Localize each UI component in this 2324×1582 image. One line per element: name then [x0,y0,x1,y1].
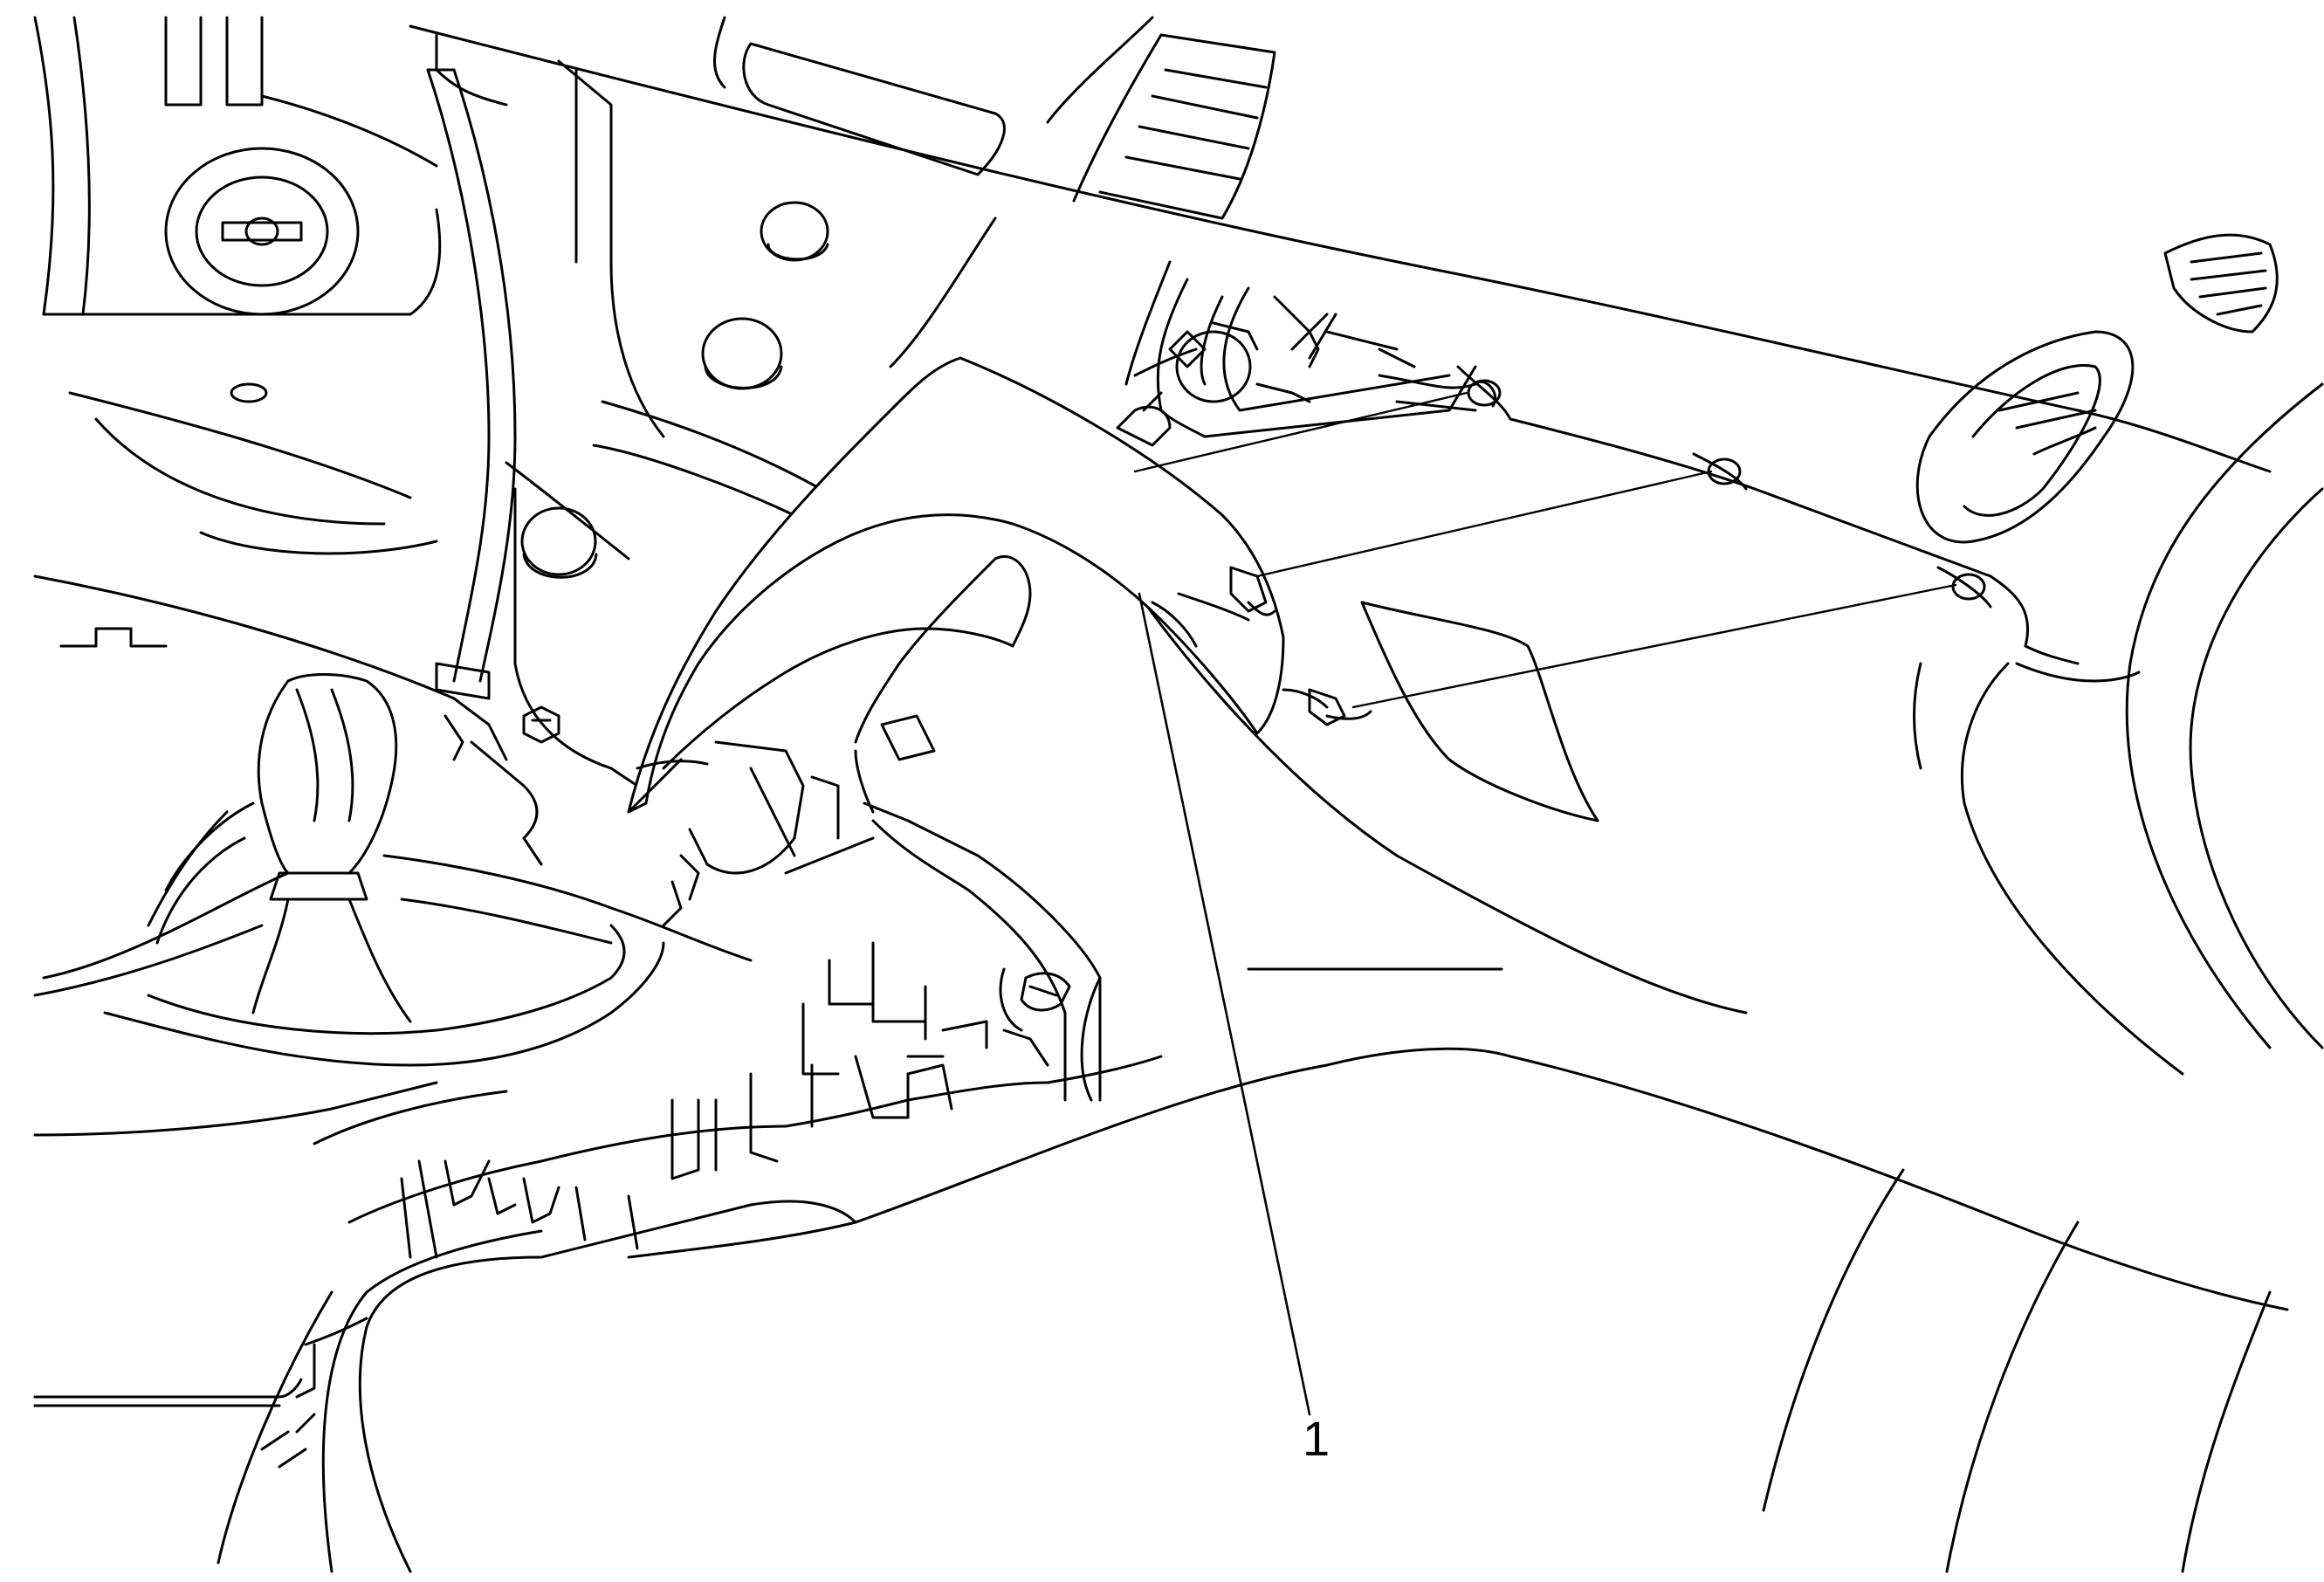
assembly-guide-lines [1133,391,1957,709]
trim-panel-part [627,356,1285,814]
upper-bracket-details [1116,321,1320,447]
console-bracket [662,740,875,927]
glovebox-area [1360,601,1599,822]
console-lower-details [295,1055,953,1434]
center-console [217,801,1163,1573]
center-stack-knobs [520,201,829,579]
fastener-nut-right [999,967,1071,1032]
gear-shifter [251,673,412,1023]
air-vent-far-right [2163,233,2279,334]
center-stack [505,59,997,788]
left-panel-details [33,574,456,1469]
dashboard-right [1124,260,1477,438]
lower-dash [627,522,2289,1573]
callout-1-leader-line [1138,592,1311,1416]
dashboard-right-curve [1913,382,2324,1076]
shift-boot [33,801,753,1137]
dashboard-top [409,16,2272,473]
air-vent-right [1915,330,2135,544]
steering-column-area [33,16,442,555]
callout-1-label: 1 [1303,1411,1330,1466]
trim-panel-tabs [1229,566,1372,726]
console-right-details [801,941,1049,1076]
fastener-nut-left [522,705,560,744]
trim-panel-clips-holes [1456,365,2080,665]
small-hole [230,382,268,403]
ignition-switch [164,147,360,316]
side-trim-strip [426,68,543,866]
